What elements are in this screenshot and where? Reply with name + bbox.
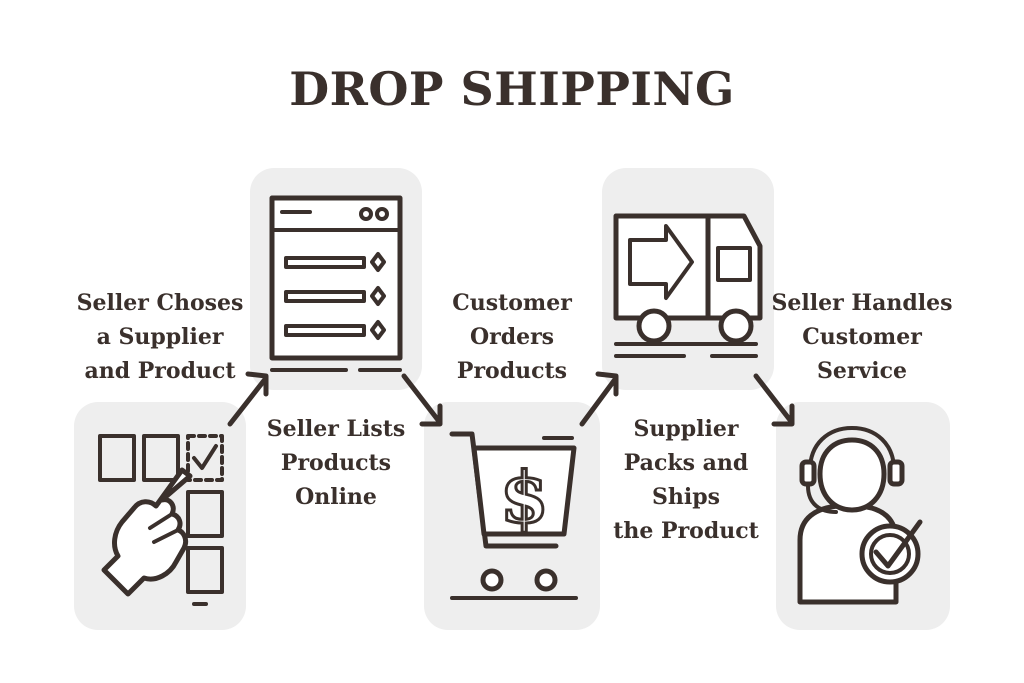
arrow-down-right-icon — [401, 373, 443, 427]
hand-selecting-checkbox-icon — [98, 434, 224, 606]
svg-text:$: $ — [500, 456, 549, 539]
arrow-down-right-icon — [753, 373, 795, 427]
arrow-up-right-icon — [579, 371, 619, 427]
shopping-cart-dollar-icon: $ — [449, 431, 578, 600]
delivery-truck-icon — [613, 213, 763, 358]
online-store-listing-icon — [269, 195, 403, 372]
headset-operator-icon — [797, 426, 923, 605]
arrow-up-right-icon — [227, 371, 269, 427]
page-title: DROP SHIPPING — [289, 62, 735, 116]
